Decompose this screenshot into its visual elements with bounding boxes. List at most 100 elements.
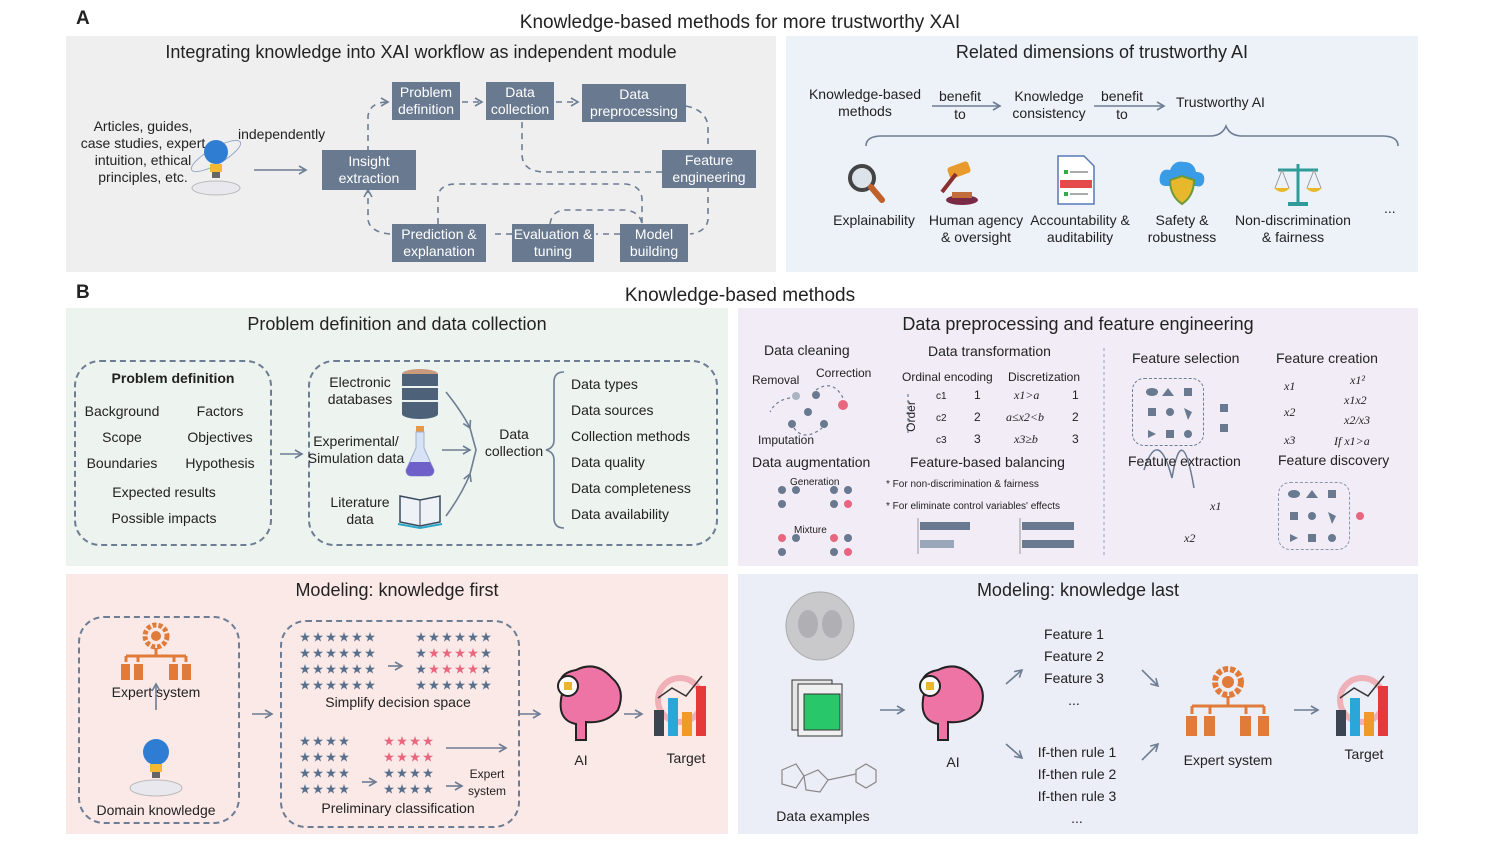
generation-label: Generation (790, 477, 840, 488)
star-mark (300, 632, 310, 642)
step-data-collection: Data collection (486, 82, 554, 120)
pd-item: Factors (196, 403, 244, 419)
star-mark (429, 680, 439, 690)
extraction-title: Feature extraction (1128, 453, 1241, 469)
rule-item: If-then rule 2 (1037, 766, 1117, 782)
star-mark (313, 632, 323, 642)
star-mark (326, 752, 336, 762)
simplify-decision-space-label: Simplify decision space (325, 694, 471, 710)
star-mark (442, 632, 452, 642)
star-mark (313, 784, 323, 794)
star-mark (429, 632, 439, 642)
star-mark (300, 664, 310, 674)
rule-item: If-then rule 3 (1037, 788, 1117, 804)
discovery-title: Feature discovery (1278, 452, 1390, 468)
step-data-preprocessing: Data preprocessing (582, 84, 686, 122)
star-mark (313, 736, 323, 746)
source-electronic-databases: Electronic databases (327, 374, 393, 407)
step-feature-engineering: Feature engineering (662, 150, 756, 188)
code: 1 (1072, 388, 1079, 402)
code: 3 (1072, 432, 1079, 446)
book-icon (397, 495, 443, 530)
star-mark (481, 648, 491, 658)
star-mark (300, 736, 310, 746)
magnifier-icon (848, 164, 885, 203)
star-mark (365, 648, 375, 658)
molecule-icon (781, 763, 877, 793)
star-mark (397, 752, 407, 762)
feature-selection-box (1132, 378, 1204, 446)
scales-icon (1274, 164, 1322, 206)
star-mark (384, 768, 394, 778)
source-experimental-simulation: Experimental/ Simulation data (307, 433, 405, 466)
star-mark (442, 664, 452, 674)
step-evaluation-tuning: Evaluation & tuning (512, 224, 594, 262)
star-mark (410, 736, 420, 746)
workflow-panel: Integrating knowledge into XAI workflow … (66, 36, 776, 272)
order-label: Order (903, 401, 918, 432)
lightbulb-book-icon (190, 139, 242, 196)
cloud-shield-icon (1159, 161, 1205, 206)
checklist-document-icon (1057, 155, 1095, 205)
spreadsheet-icon (791, 679, 843, 737)
star-mark (300, 768, 310, 778)
star-mark (365, 664, 375, 674)
extraction-output: x1 (1210, 499, 1222, 513)
star-mark (468, 632, 478, 642)
panel-a-label: A (76, 8, 90, 29)
star-mark (423, 768, 433, 778)
rule-item: If-then rule 1 (1037, 744, 1117, 760)
ai-brain-icon (919, 665, 984, 741)
ai-label: AI (574, 752, 588, 768)
database-icon (402, 369, 438, 419)
star-mark (442, 680, 452, 690)
knowledge-last-graphics (781, 591, 1388, 793)
star-mark (481, 680, 491, 690)
collection-arrows (280, 371, 565, 529)
star-mark (326, 680, 336, 690)
star-mark (429, 648, 439, 658)
star-mark (300, 752, 310, 762)
creation-input: x2 (1284, 405, 1296, 419)
star-mark (384, 784, 394, 794)
knowledge-last-title: Modeling: knowledge last (976, 580, 1180, 600)
star-mark (455, 632, 465, 642)
collection-aspect: Data sources (571, 402, 654, 418)
dimension-non-discrimination: Non-discrimination & fairness (1235, 212, 1351, 245)
star-mark (313, 768, 323, 778)
star-mark (339, 736, 349, 746)
problem-data-panel: Problem definition and data collection P… (66, 308, 728, 566)
feature-item: Feature 3 (1044, 670, 1104, 686)
collection-aspect: Data types (571, 376, 638, 392)
target-chart-icon (654, 675, 706, 736)
star-mark (339, 680, 349, 690)
collection-aspect: Data completeness (571, 480, 691, 496)
star-mark (326, 648, 336, 658)
creation-output: x1x2 (1344, 393, 1367, 407)
pd-item: Boundaries (86, 455, 158, 471)
star-mark (352, 680, 362, 690)
star-mark (468, 680, 478, 690)
target-label: Target (1344, 746, 1384, 762)
dimension-human-agency: Human agency & oversight (928, 212, 1024, 245)
balancing-title: Feature-based balancing (910, 454, 1065, 470)
creation-output: x1² (1350, 373, 1365, 387)
star-mark (313, 648, 323, 658)
star-mark (300, 784, 310, 794)
mixture-label: Mixture (794, 525, 827, 536)
condition: x1>a (1014, 388, 1040, 402)
star-mark (352, 632, 362, 642)
creation-output: If x1>a (1334, 434, 1370, 448)
star-mark (410, 768, 420, 778)
star-mark (313, 664, 323, 674)
pd-item: Hypothesis (185, 455, 255, 471)
star-mark (481, 632, 491, 642)
star-mark (468, 664, 478, 674)
star-mark (326, 784, 336, 794)
creation-title: Feature creation (1276, 350, 1378, 366)
star-mark (384, 736, 394, 746)
star-mark (410, 784, 420, 794)
star-mark (416, 664, 426, 674)
chain-trustworthy-ai: Trustworthy AI (1176, 94, 1265, 110)
step-insight-extraction: Insight extraction (322, 150, 416, 190)
